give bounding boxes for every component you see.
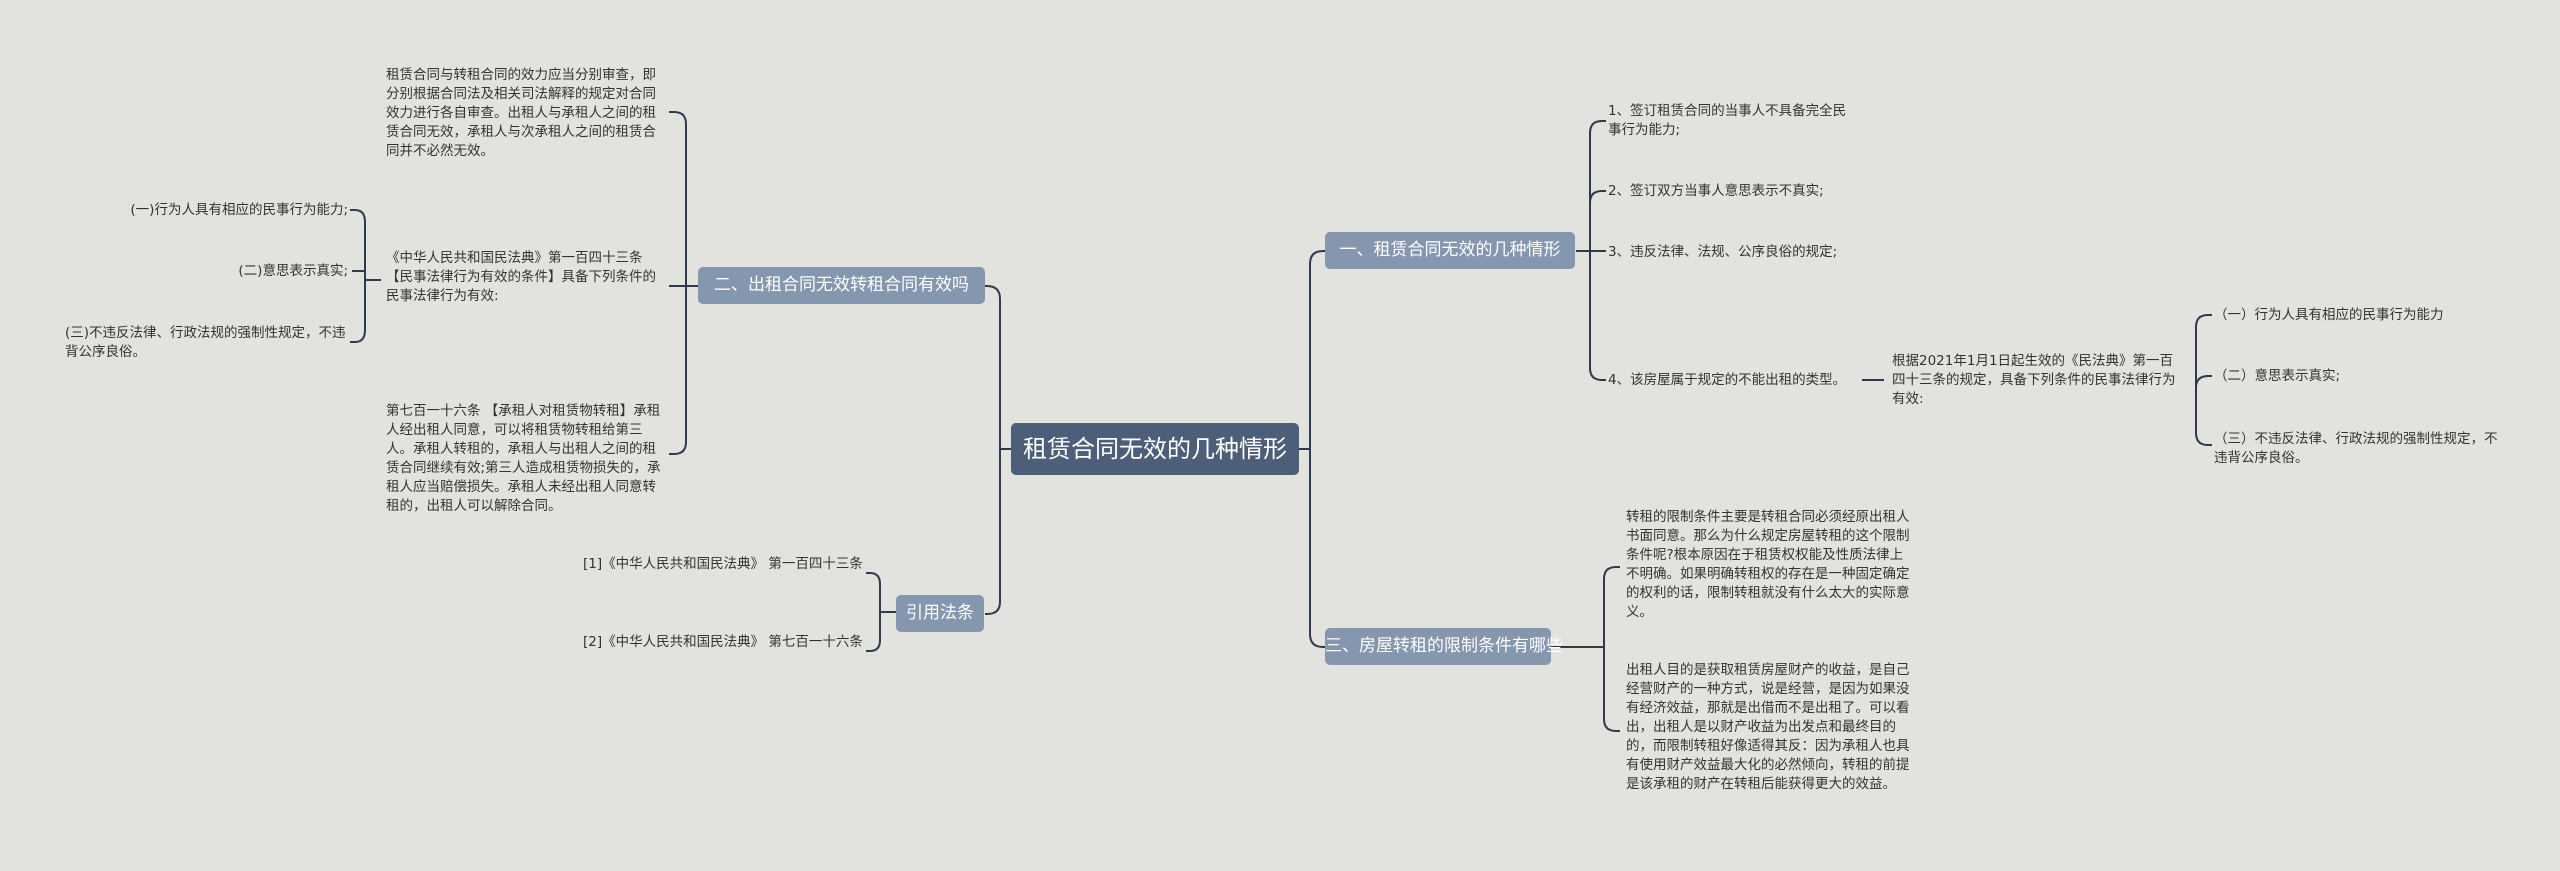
- link-ref-2: [866, 612, 881, 652]
- link-root-b3: [1309, 449, 1325, 648]
- link-t2-c2: [352, 270, 366, 280]
- reference-1: [1]《中华人民共和国民法典》 第一百四十三条: [583, 556, 863, 572]
- b1-legal-basis: 根据2021年1月1日起生效的《民法典》第一百四十三条的规定，具备下列条件的民事…: [1892, 353, 2176, 407]
- b1-item-3: 3、违反法律、法规、公序良俗的规定;: [1608, 244, 1838, 260]
- b3-text-2: 出租人目的是获取租赁房屋财产的收益，是自己经营财产的一种方式，说是经营，是因为如…: [1626, 662, 1910, 792]
- b1-item-4: 4、该房屋属于规定的不能出租的类型。: [1608, 372, 1847, 388]
- link-sub-c3: [2195, 380, 2212, 446]
- link-b3-t2: [1603, 647, 1620, 732]
- link-root-b2: [985, 285, 1011, 450]
- b1-sub-child-3: （三）不违反法律、行政法规的强制性规定，不违背公序良俗。: [2214, 431, 2498, 466]
- b3-text-1: 转租的限制条件主要是转租合同必须经原出租人书面同意。那么为什么规定房屋转租的这个…: [1626, 509, 1910, 620]
- link-t2-c1: [350, 209, 381, 281]
- root-topic[interactable]: 租赁合同无效的几种情形: [1011, 423, 1299, 475]
- b2-text-2: 《中华人民共和国民法典》第一百四十三条【民事法律行为有效的条件】具备下列条件的民…: [386, 250, 656, 304]
- link-ref-1: [866, 572, 896, 613]
- link-b1-i2: [1589, 190, 1606, 251]
- link-sub-c1: [2195, 314, 2212, 380]
- link-b3-t1: [1551, 566, 1620, 648]
- link-b2-t3: [669, 286, 687, 455]
- link-root-b1: [1299, 250, 1325, 450]
- link-root-ref: [985, 449, 1001, 615]
- link-sub-c2: [2195, 375, 2212, 389]
- b1-item-2: 2、签订双方当事人意思表示不真实;: [1608, 183, 1824, 199]
- b1-item-1: 1、签订租赁合同的当事人不具备完全民事行为能力;: [1608, 103, 1847, 138]
- b2-t2-child-3: (三)不违反法律、行政法规的强制性规定，不违背公序良俗。: [65, 325, 346, 360]
- reference-2: [2]《中华人民共和国民法典》 第七百一十六条: [583, 634, 863, 650]
- b2-t2-child-2: (二)意思表示真实;: [238, 263, 348, 279]
- branch-three[interactable]: 三、房屋转租的限制条件有哪些: [1325, 628, 1563, 665]
- b1-sub-child-2: （二）意思表示真实;: [2214, 368, 2341, 384]
- b2-text-1: 租赁合同与转租合同的效力应当分别审查，即分别根据合同法及相关司法解释的规定对合同…: [386, 67, 656, 159]
- branch-two[interactable]: 二、出租合同无效转租合同有效吗: [698, 267, 985, 304]
- link-b1-i4: [1589, 251, 1606, 381]
- b2-t2-child-1: (一)行为人具有相应的民事行为能力;: [130, 202, 348, 218]
- b2-text-3: 第七百一十六条 【承租人对租赁物转租】承租人经出租人同意，可以将租赁物转租给第三…: [386, 403, 661, 514]
- link-b2-t1: [669, 111, 698, 287]
- b1-sub-child-1: （一）行为人具有相应的民事行为能力: [2214, 307, 2444, 323]
- link-t2-c3: [350, 280, 366, 343]
- branch-references[interactable]: 引用法条: [896, 595, 984, 632]
- branch-one[interactable]: 一、租赁合同无效的几种情形: [1325, 232, 1575, 269]
- link-b1-i1: [1576, 120, 1606, 252]
